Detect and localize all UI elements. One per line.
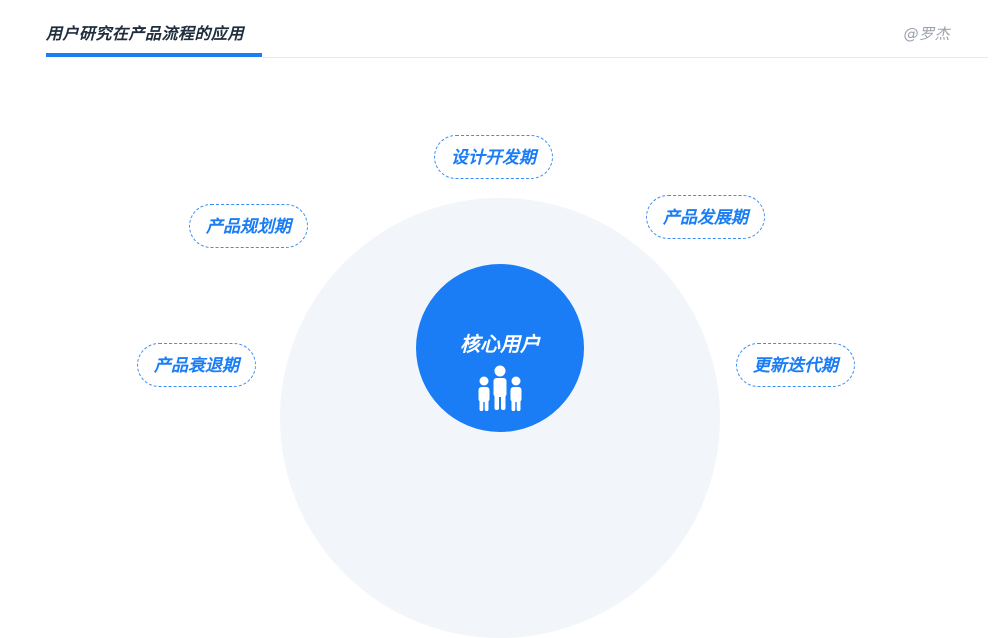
stage-product-planning: 产品规划期 <box>189 204 308 248</box>
stage-product-decline: 产品衰退期 <box>137 343 256 387</box>
core-user-circle: 核心用户 <box>416 264 584 432</box>
stage-product-development: 产品发展期 <box>646 195 765 239</box>
users-group-icon <box>478 365 522 411</box>
page-title: 用户研究在产品流程的应用 <box>46 24 245 43</box>
author-tag: @罗杰 <box>903 25 950 43</box>
core-user-label: 核心用户 <box>460 332 540 356</box>
stage-update-iteration: 更新迭代期 <box>736 343 855 387</box>
header-divider <box>262 57 988 58</box>
title-underline <box>46 53 262 57</box>
stage-design-development: 设计开发期 <box>434 135 553 179</box>
